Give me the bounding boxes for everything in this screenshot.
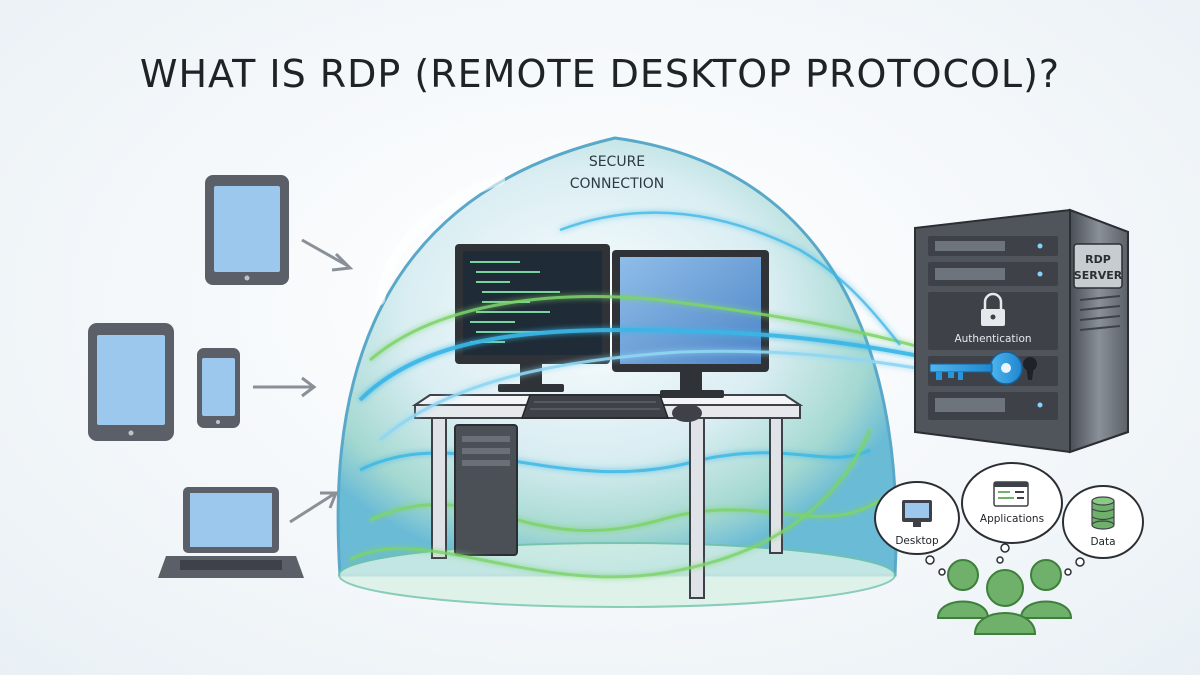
page-title: WHAT IS RDP (REMOTE DESKTOP PROTOCOL)? bbox=[139, 52, 1061, 96]
monitor-left-icon bbox=[455, 244, 610, 392]
rdp-server-icon bbox=[914, 208, 1129, 454]
arrow-icon bbox=[253, 376, 317, 398]
monitor-right-icon bbox=[612, 250, 769, 398]
applications-icon bbox=[993, 481, 1029, 507]
ipad-icon bbox=[88, 323, 174, 441]
lock-icon bbox=[981, 292, 1005, 326]
key-icon bbox=[929, 351, 1023, 385]
server-label-line2: SERVER bbox=[1074, 269, 1123, 282]
users-group-icon bbox=[936, 559, 1073, 635]
authentication-label: Authentication bbox=[954, 333, 1031, 345]
desktop-label: Desktop bbox=[895, 535, 939, 547]
secure-label-line1: SECURE bbox=[589, 154, 645, 170]
keyboard-icon bbox=[520, 394, 670, 419]
smartphone-icon bbox=[197, 348, 240, 428]
arrow-icon bbox=[289, 491, 339, 524]
database-icon bbox=[1091, 496, 1115, 530]
mouse-icon bbox=[672, 404, 702, 422]
data-label: Data bbox=[1090, 536, 1115, 548]
arrow-icon bbox=[301, 238, 354, 272]
pc-tower-icon bbox=[454, 424, 518, 556]
tablet-icon bbox=[205, 175, 289, 285]
secure-connection-bubble bbox=[336, 136, 898, 608]
applications-label: Applications bbox=[980, 513, 1044, 525]
desktop-icon bbox=[902, 500, 932, 527]
keyhole-icon bbox=[1023, 357, 1037, 380]
data-stream-front bbox=[349, 211, 941, 579]
server-label-line1: RDP bbox=[1085, 253, 1111, 266]
secure-label-line2: CONNECTION bbox=[570, 176, 665, 192]
laptop-icon bbox=[158, 487, 304, 578]
